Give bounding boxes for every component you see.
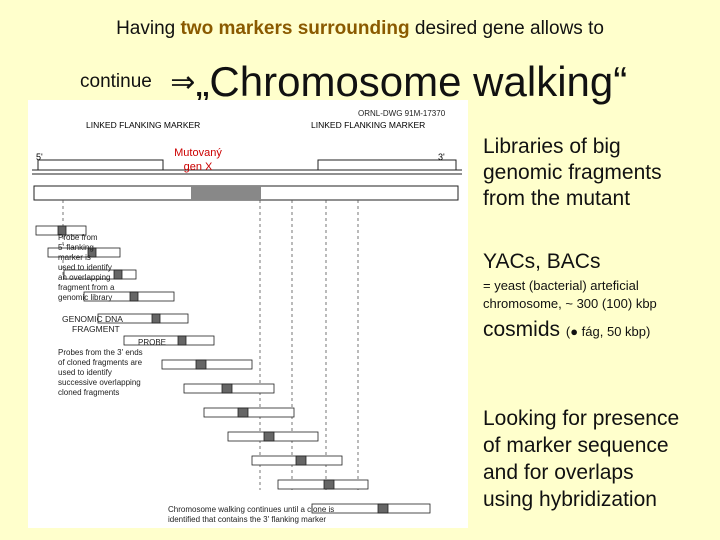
cosmids-label: cosmids (483, 318, 561, 341)
left-marker-text: LINKED FLANKING MARKER (86, 120, 200, 130)
mutant-gene-line1: Mutovaný (174, 147, 222, 159)
probe-from-5-text: Probe from 5' flanking marker is used to… (58, 233, 117, 302)
mutant-gene-line2: gen X (184, 161, 213, 173)
title-continue: continue (80, 71, 152, 92)
right-marker-text: LINKED FLANKING MARKER (311, 120, 425, 130)
slide-title-line2: continue ⇒„Chromosome walking“ (80, 58, 627, 106)
libraries-text: Libraries of big genomic fragments from … (483, 135, 662, 210)
three-prime-label: 3' (438, 152, 445, 162)
guide-lines (62, 200, 359, 490)
yacs-bacs-text: YACs, BACs (483, 250, 601, 273)
diagram-svg: ORNL-DWG 91M-17370 5' 3' LINKED FLANKING… (32, 109, 462, 524)
title-text-a: Having (116, 18, 181, 39)
cosmids-note: (● fág, 50 kbp) (565, 324, 651, 339)
title-text-b: desired gene allows to (409, 18, 604, 39)
right-flanking-marker (317, 159, 457, 171)
left-flanking-marker (37, 159, 164, 171)
cosmids-text: cosmids (● fág, 50 kbp) (483, 318, 715, 342)
chromosome-walking-diagram: ORNL-DWG 91M-17370 5' 3' LINKED FLANKING… (28, 100, 468, 528)
genomic-dna-fragment-label: GENOMIC DNA FRAGMENT (62, 314, 125, 334)
yacs-note: = yeast (bacterial) arteficial chromosom… (483, 278, 657, 311)
implies-arrow-icon: ⇒ (170, 65, 196, 99)
probes-from-3-text: Probes from the 3' ends of cloned fragme… (58, 348, 145, 397)
title-chromosome-walking: „Chromosome walking“ (195, 58, 628, 105)
left-marker-label: LINKED FLANKING MARKER (86, 120, 200, 130)
probe-label: PROBE (138, 338, 166, 347)
right-marker-label: LINKED FLANKING MARKER (311, 120, 425, 130)
five-prime-label: 5' (36, 152, 43, 162)
title-highlight: two markers surrounding (180, 18, 410, 39)
mutant-gene-region (191, 186, 261, 200)
diagram-footer: Chromosome walking continues until a clo… (168, 505, 337, 524)
cloned-fragments (35, 225, 431, 514)
figure-code: ORNL-DWG 91M-17370 (358, 109, 446, 118)
slide-title-line1: Having two markers surrounding desired g… (0, 18, 720, 40)
looking-text: Looking for presence of marker sequence … (483, 407, 680, 511)
